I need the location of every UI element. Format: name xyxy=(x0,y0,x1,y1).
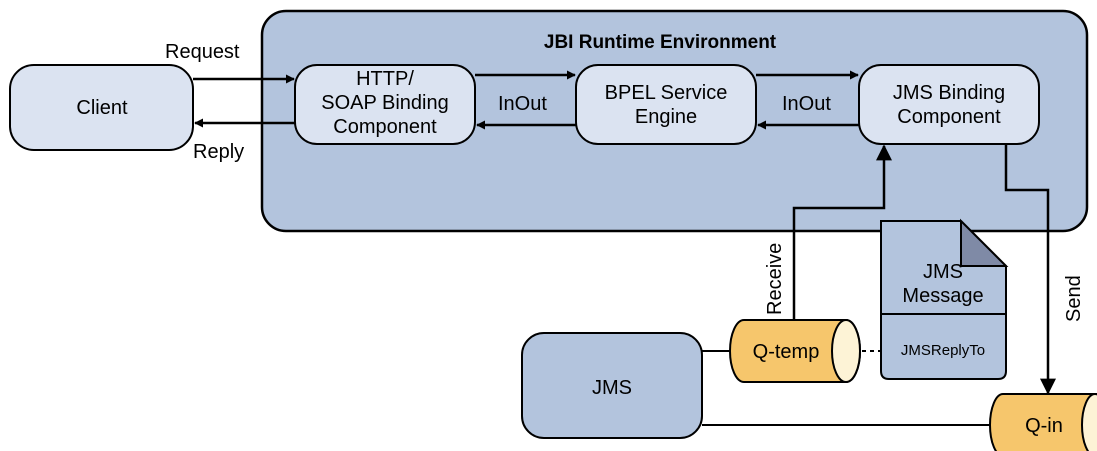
http-binding-line-3: Component xyxy=(333,116,437,138)
send-label: Send xyxy=(1063,275,1085,322)
client-label: Client xyxy=(76,97,128,119)
q-temp-label: Q-temp xyxy=(753,341,820,363)
jms-label: JMS xyxy=(592,377,632,399)
message-field-replyto: JMSReplyTo xyxy=(901,342,985,359)
jms-binding-line-1: JMS Binding xyxy=(893,82,1005,104)
bpel-service-engine xyxy=(575,64,757,145)
request-label: Request xyxy=(165,41,240,63)
http-soap-binding-component xyxy=(294,64,476,145)
receive-arrow xyxy=(792,144,892,320)
reply-label: Reply xyxy=(193,141,244,163)
client-box xyxy=(9,64,194,151)
receive-label: Receive xyxy=(764,243,786,315)
bpel-engine-line-2: Engine xyxy=(635,106,697,128)
http-binding-line-2: SOAP Binding xyxy=(321,92,449,114)
http-binding-line-1: HTTP/ xyxy=(356,68,414,90)
jms-message-document: JMS Message JMSReplyTo xyxy=(880,218,1009,380)
send-arrow xyxy=(1004,144,1056,395)
message-line-2: Message xyxy=(902,285,983,307)
jms-box xyxy=(521,332,703,439)
q-in-queue: Q-in xyxy=(989,393,1097,451)
q-temp-queue: Q-temp xyxy=(729,319,861,383)
message-line-1: JMS xyxy=(923,261,963,283)
jms-binding-line-2: Component xyxy=(897,106,1001,128)
jms-binding-component xyxy=(858,64,1040,145)
q-in-label: Q-in xyxy=(1025,415,1063,437)
inout-label-2: InOut xyxy=(782,93,831,115)
bpel-engine-line-1: BPEL Service xyxy=(605,82,728,104)
environment-title: JBI Runtime Environment xyxy=(544,32,777,53)
inout-label-1: InOut xyxy=(498,93,547,115)
